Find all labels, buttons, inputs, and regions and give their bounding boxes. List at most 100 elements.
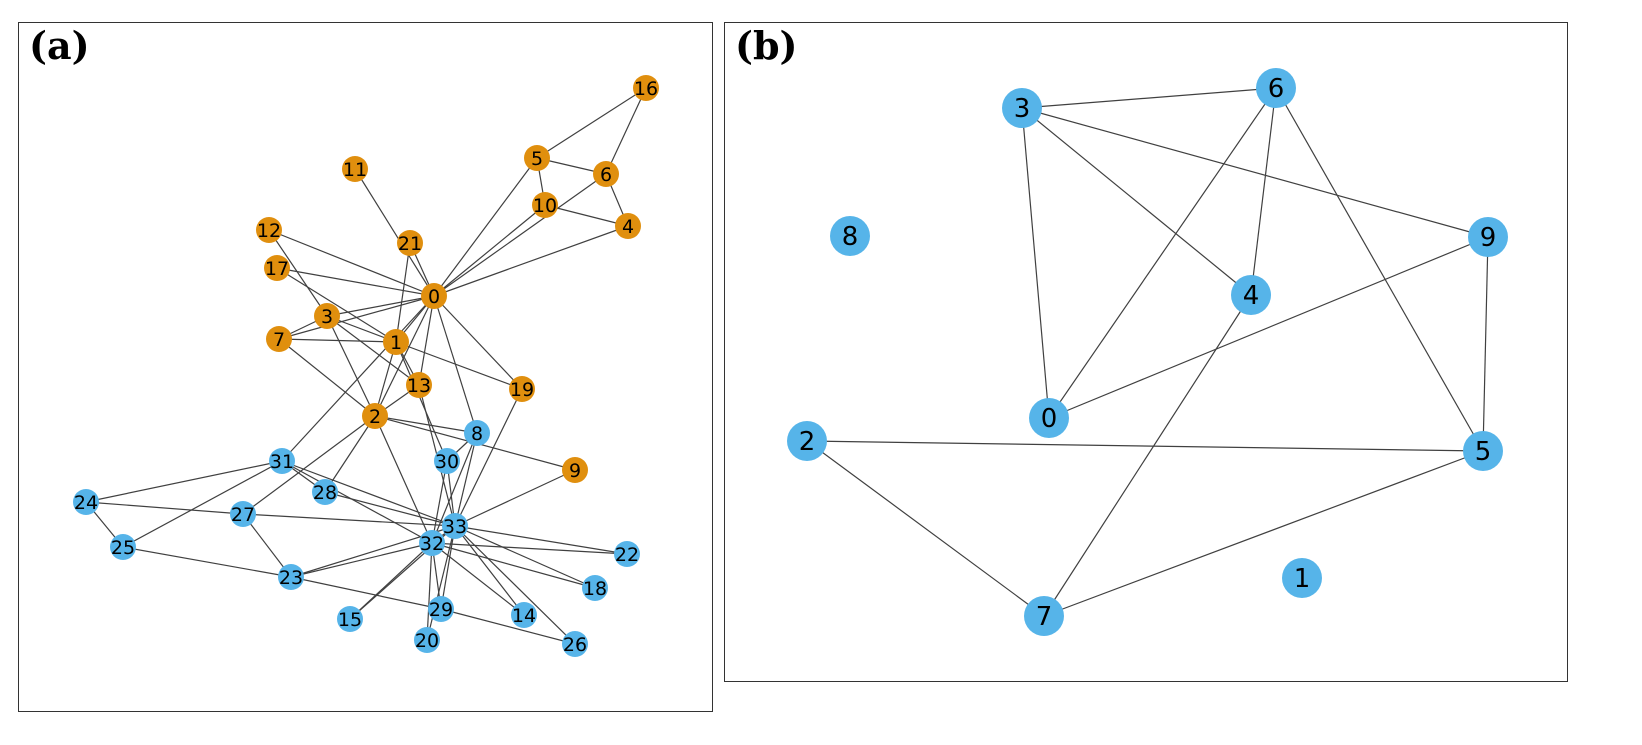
node-label: 9 <box>569 460 581 482</box>
node-circle <box>312 479 338 505</box>
node-label: 13 <box>407 375 431 397</box>
node-label: 4 <box>1243 281 1260 311</box>
node-5: 5 <box>1463 431 1503 471</box>
edge-9-5 <box>1482 236 1489 452</box>
edge-9-33 <box>454 469 576 527</box>
edge-0-6 <box>433 173 607 297</box>
edge-31-32 <box>281 460 433 544</box>
node-label: 8 <box>842 222 859 252</box>
node-2: 2 <box>787 421 827 461</box>
node-circle <box>830 216 870 256</box>
node-label: 33 <box>443 516 467 538</box>
node-label: 4 <box>622 216 634 238</box>
node-3: 3 <box>1002 88 1042 128</box>
edge-1-7 <box>278 338 397 343</box>
edge-30-32 <box>431 460 448 544</box>
node-21: 21 <box>397 230 423 256</box>
node-label: 22 <box>615 544 639 566</box>
node-7: 7 <box>1024 596 1064 636</box>
node-circle <box>524 145 550 171</box>
edge-0-3 <box>326 295 435 317</box>
node-label: 1 <box>1294 564 1311 594</box>
edge-2-5 <box>806 440 1484 452</box>
node-circle <box>615 213 641 239</box>
node-circle <box>230 501 256 527</box>
edge-4-10 <box>544 204 629 227</box>
node-circle <box>1002 88 1042 128</box>
edge-24-27 <box>85 501 244 515</box>
edge-2-28 <box>324 415 376 493</box>
edge-2-7 <box>806 440 1045 617</box>
edge-3-4 <box>1021 107 1252 296</box>
edge-4-7 <box>1043 294 1252 617</box>
node-label: 6 <box>600 164 612 186</box>
node-circle <box>1282 558 1322 598</box>
edge-3-12 <box>268 229 328 317</box>
node-circle <box>1231 275 1271 315</box>
edge-0-31 <box>281 295 435 462</box>
node-13: 13 <box>406 372 432 398</box>
node-circle <box>414 627 440 653</box>
node-circle <box>1256 68 1296 108</box>
node-circle <box>269 448 295 474</box>
edge-0-11 <box>354 168 435 297</box>
edge-22-33 <box>454 525 628 555</box>
node-20: 20 <box>414 627 440 653</box>
edge-24-31 <box>85 460 283 503</box>
node-4: 4 <box>1231 275 1271 315</box>
node-8: 8 <box>464 420 490 446</box>
node-27: 27 <box>230 501 256 527</box>
edge-26-33 <box>454 525 576 645</box>
node-circle <box>562 457 588 483</box>
node-33: 33 <box>442 513 468 539</box>
node-circle <box>278 564 304 590</box>
node-circle <box>342 156 368 182</box>
node-1: 1 <box>1282 558 1322 598</box>
node-6: 6 <box>593 161 619 187</box>
edge-9-0 <box>1048 236 1489 419</box>
node-18: 18 <box>582 575 608 601</box>
node-label: 14 <box>512 605 536 627</box>
edge-1-21 <box>395 242 411 343</box>
node-label: 19 <box>510 379 534 401</box>
edge-3-6 <box>1021 87 1277 109</box>
node-label: 30 <box>435 451 459 473</box>
node-label: 31 <box>270 451 294 473</box>
node-label: 20 <box>415 630 439 652</box>
node-24: 24 <box>73 489 99 515</box>
node-label: 26 <box>563 634 587 656</box>
edge-1-19 <box>395 341 523 390</box>
edge-20-32 <box>426 542 433 641</box>
node-label: 7 <box>1036 602 1053 632</box>
edges-group <box>806 87 1489 617</box>
edge-6-0 <box>1048 87 1277 419</box>
node-6: 6 <box>1256 68 1296 108</box>
edge-31-33 <box>281 460 456 527</box>
edge-8-33 <box>454 432 478 527</box>
node-label: 3 <box>321 306 333 328</box>
edge-3-0 <box>1021 107 1050 419</box>
node-circle <box>1024 596 1064 636</box>
panel-a-graph: 0123456791011121316171921814151820222324… <box>73 75 659 657</box>
edge-2-3 <box>326 315 376 417</box>
node-label: 25 <box>111 537 135 559</box>
node-15: 15 <box>337 606 363 632</box>
node-11: 11 <box>342 156 368 182</box>
node-circle <box>509 376 535 402</box>
node-label: 2 <box>369 406 381 428</box>
node-28: 28 <box>312 479 338 505</box>
node-16: 16 <box>633 75 659 101</box>
node-circle <box>442 513 468 539</box>
edge-20-33 <box>426 525 456 641</box>
edge-3-9 <box>1021 107 1489 238</box>
node-label: 28 <box>313 482 337 504</box>
edge-2-32 <box>374 415 433 544</box>
node-29: 29 <box>428 596 454 622</box>
edge-0-4 <box>433 225 629 297</box>
edge-25-31 <box>122 460 283 548</box>
node-circle <box>337 606 363 632</box>
node-label: 9 <box>1480 223 1497 253</box>
edge-1-30 <box>395 341 448 462</box>
